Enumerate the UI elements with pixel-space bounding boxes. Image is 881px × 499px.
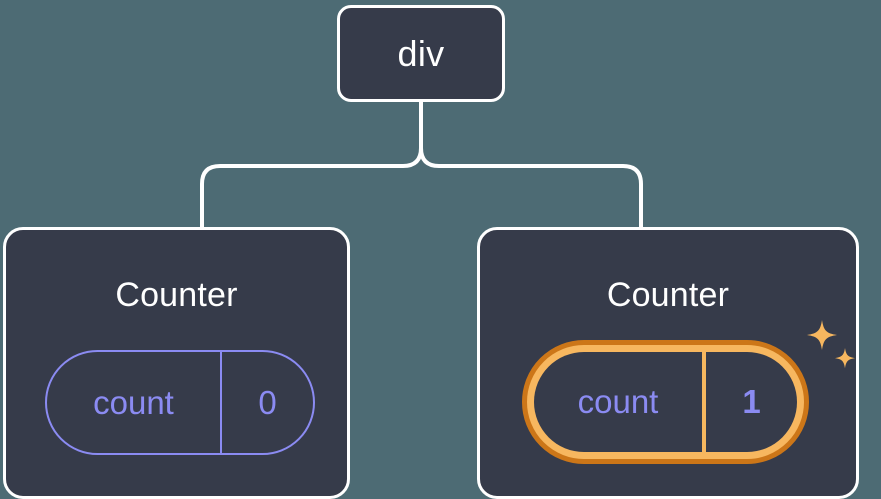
node-counter-left-label: Counter [115, 276, 238, 314]
state-key-label: count [47, 352, 222, 453]
state-value-label: 1 [742, 383, 761, 420]
node-div[interactable]: div [337, 5, 505, 102]
node-counter-left[interactable]: Counter count 0 [3, 227, 350, 499]
state-key-label: count [534, 352, 706, 452]
sparkle-large-icon [807, 320, 837, 350]
state-pill-count-left[interactable]: count 0 [45, 350, 315, 455]
sparkle-small-icon [835, 348, 855, 369]
node-counter-right-label: Counter [606, 276, 730, 314]
connector-branch-left [200, 146, 423, 229]
sparkles-group [807, 320, 855, 369]
state-pill-inner: count 1 [534, 352, 797, 452]
node-counter-right[interactable]: Counter count 1 [477, 227, 859, 499]
state-value-label: 0 [258, 383, 277, 421]
node-div-label: div [397, 32, 445, 74]
connector-branch-right [419, 146, 643, 229]
state-pill-count-right-highlighted[interactable]: count 1 [522, 340, 809, 464]
